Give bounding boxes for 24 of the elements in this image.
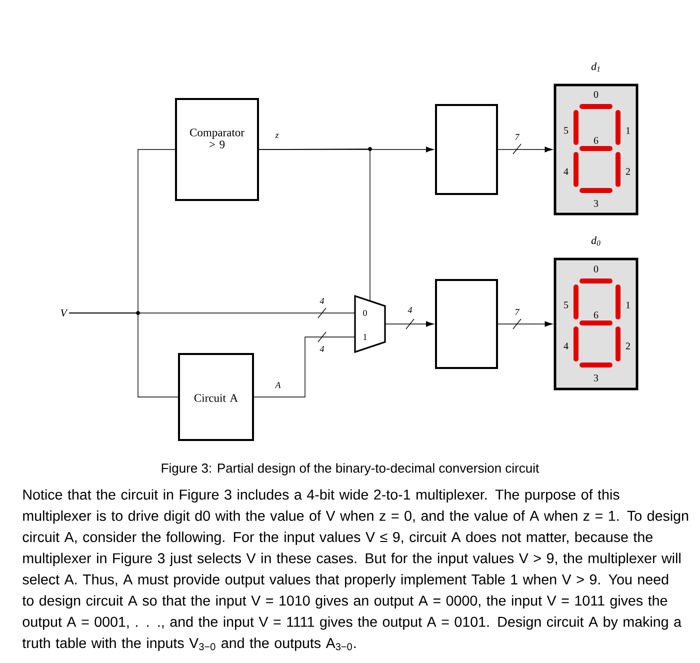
- edge-label: A: [274, 381, 282, 389]
- edge-label: 7: [514, 133, 520, 141]
- digit-label: d$_{0}$: [591, 236, 600, 246]
- wire: [384, 318, 434, 330]
- wire: [68, 312, 178, 398]
- seven-segment-display: 0 5 6 1 4 2 3: [554, 84, 638, 216]
- empty-box: [435, 279, 498, 369]
- figure-caption: Figure 3: Partial design of the binary-to-decimal conversion circuit: [162, 463, 540, 476]
- wire: [498, 144, 552, 154]
- block-box: Circuit A: [178, 353, 254, 441]
- edge-label: z: [274, 132, 280, 140]
- seven-segment-display: 0 5 6 1 4 2 3: [554, 258, 638, 390]
- wire: [498, 318, 552, 330]
- empty-box: [435, 104, 498, 195]
- wire: [254, 332, 356, 398]
- edge-label: 4: [318, 297, 326, 305]
- block-box: Comparator > 9: [175, 98, 259, 201]
- paragraph: Notice that the circuit in Figure 3 includes a 4-bit wide 2-to-1 multiplexer. The purpose of this multiplexer is to drive digit d0 with the value of V when z = 0, and the value of A when z = 1. To design circuit A, consider the following. For the input values V ≤ 9, circuit A does not matter, because the multiplexer in Figure 3 just selects V in these cases. But for the input values V > 9, the multiplexer will select A. Thus, A must provide output values that properly implement Table 1 when V > 9. You need to design circuit A so that the input V = 1010 gives an output A = 0000, the input V = 1011 gives the output A = 0001, . . ., and the input V = 1111 gives the output A = 0101. Design circuit A by making a truth table with the inputs V$_{3−0}$ and the outputs A$_{3−0}$.: [22, 489, 688, 651]
- edge-label: 4: [406, 306, 414, 314]
- digit-label: d$_{1}$: [591, 62, 600, 72]
- edge-label: 7: [514, 308, 520, 316]
- signal-label: V: [60, 309, 68, 317]
- wire: [258, 148, 370, 302]
- bus-width-label: 4: [320, 346, 324, 352]
